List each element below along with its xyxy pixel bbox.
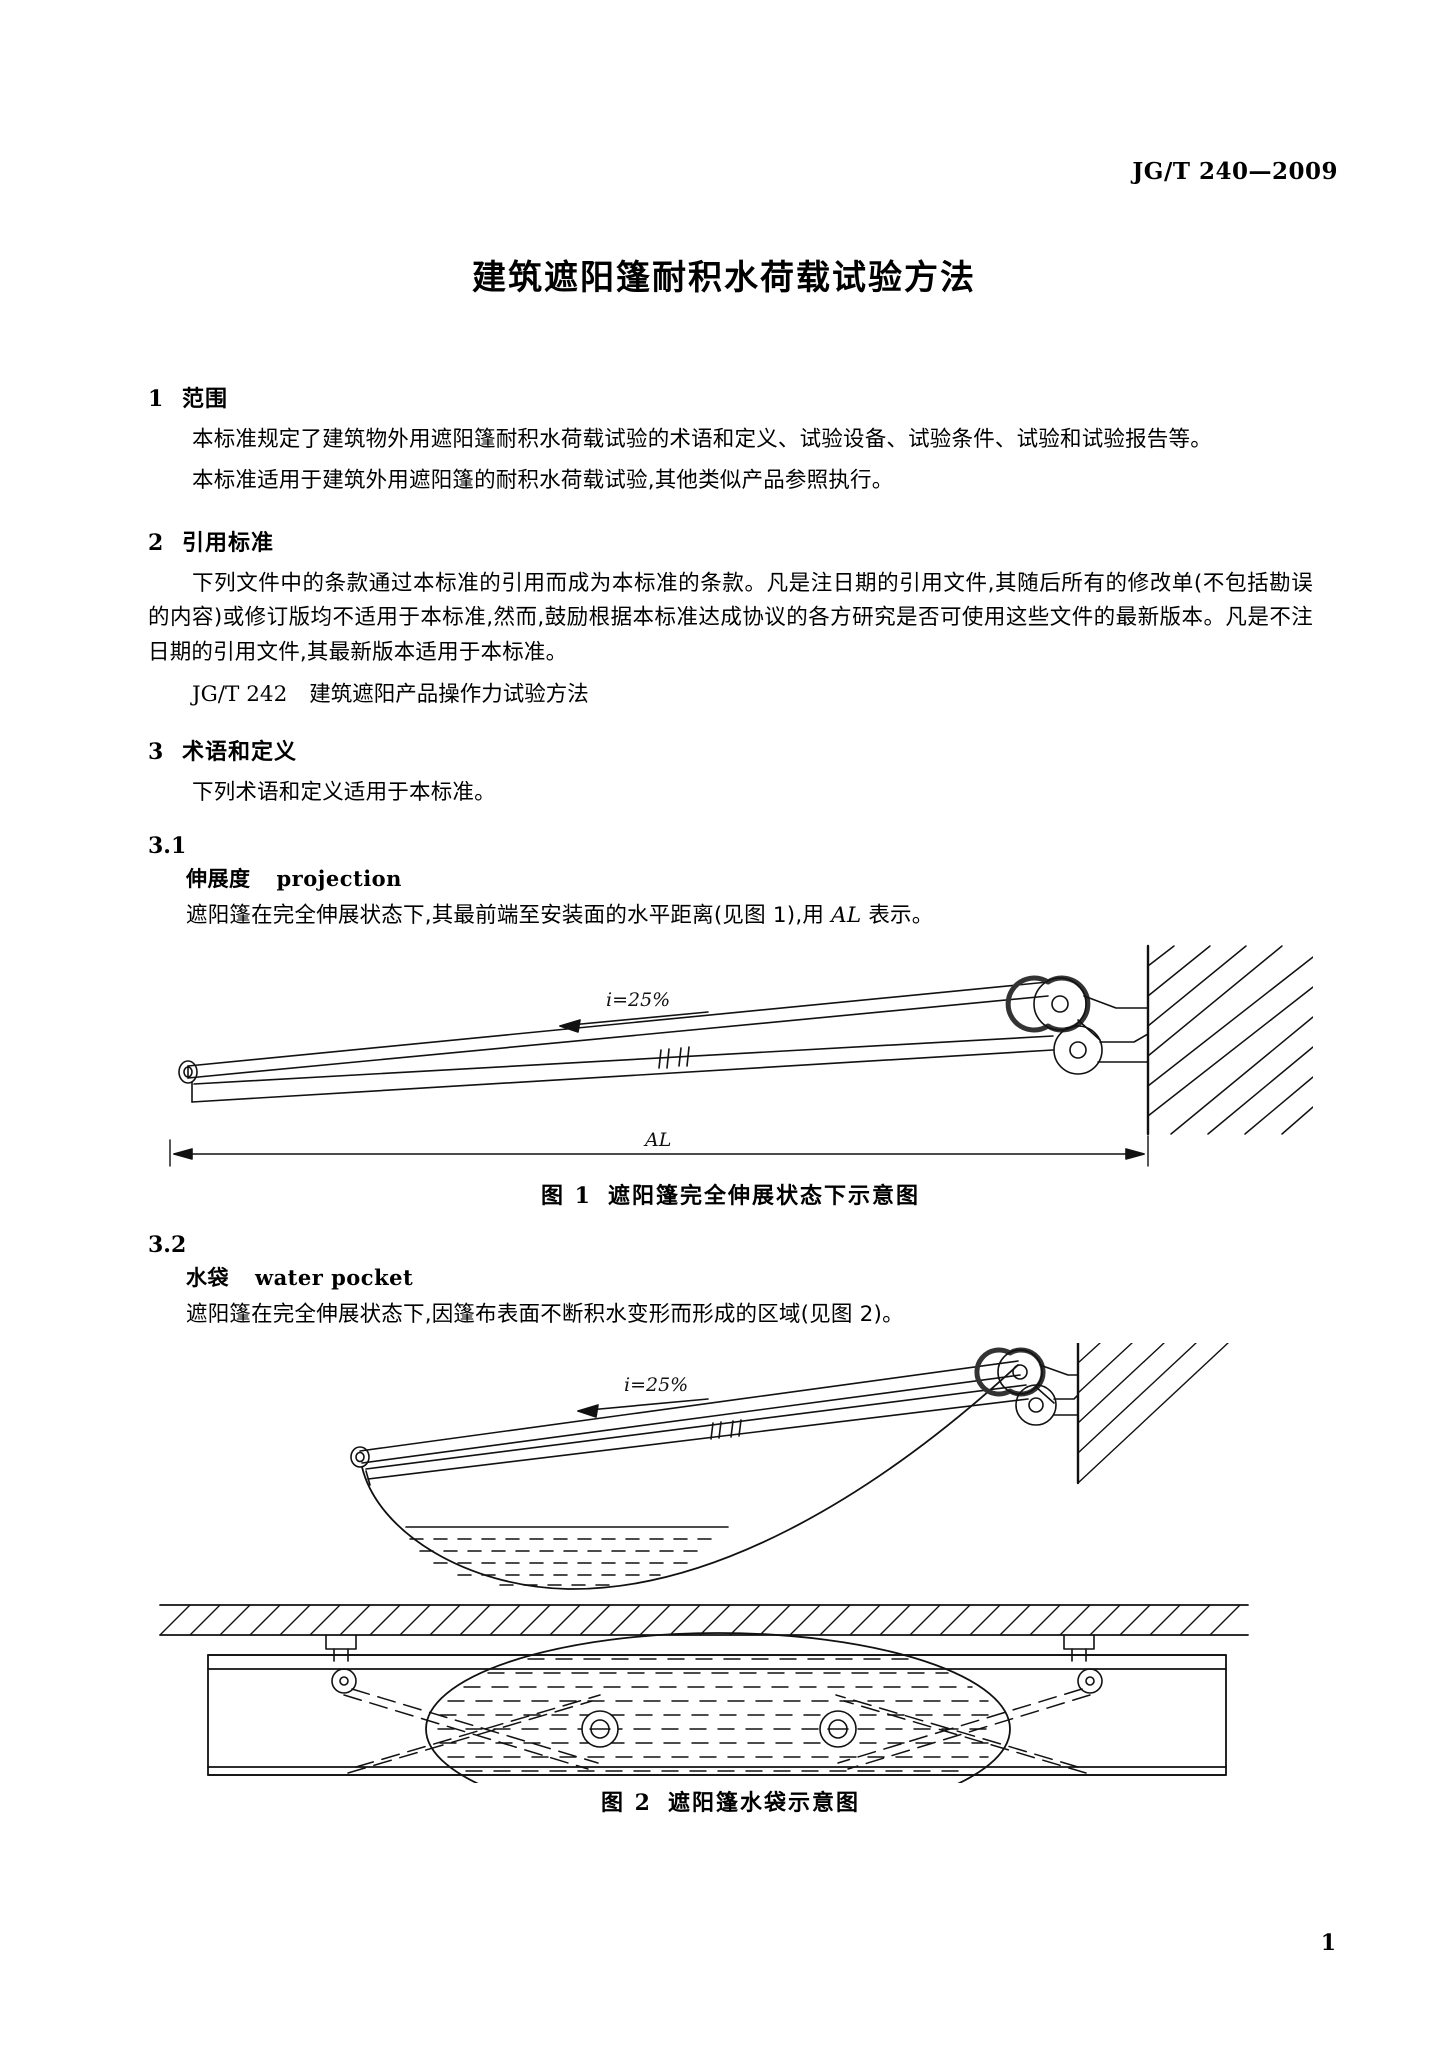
fabric-sag-curve: [361, 1363, 1019, 1590]
slope-arrow: [559, 1010, 709, 1033]
figure-1-caption-number: 图 1: [541, 1182, 592, 1209]
figure-2-caption: 图 2 遮阳篷水袋示意图: [148, 1785, 1313, 1817]
fabric-top-edge: [187, 980, 1049, 1067]
section-title-2: 引用标准: [182, 530, 275, 556]
definition-text-prefix: 遮阳篷在完全伸展状态下,其最前端至安装面的水平距离(见图 1),用: [186, 902, 832, 928]
figure-1-slope-label: i=25%: [606, 989, 670, 1011]
wall-hatching: [1147, 945, 1313, 1135]
section-heading-2: 2 引用标准: [148, 525, 1313, 557]
standard-code-header: JG/T 240—2009: [1132, 158, 1338, 185]
fabric-lower-edge: [187, 994, 1049, 1079]
water-pocket-hatch: [437, 1657, 999, 1772]
surface-hatching: [159, 1603, 1241, 1636]
mounting-surface-band: [159, 1603, 1249, 1662]
slope-arrow: [577, 1397, 709, 1418]
arm-upper-line: [365, 1383, 1027, 1470]
term-label-en: projection: [276, 865, 402, 891]
term-label-en: water pocket: [255, 1264, 414, 1290]
figure-2: i=25% 图 2 遮阳篷水袋示意图: [148, 1342, 1313, 1817]
section-3-paragraph-1: 下列术语和定义适用于本标准。: [192, 780, 496, 806]
arm-pivot-right: [1077, 1667, 1103, 1694]
arm-joint-mid: [658, 1045, 690, 1069]
clause-number-3-2: 3.2: [148, 1231, 187, 1258]
arm-pivot-left: [331, 1667, 357, 1694]
figure-2-slope-label: i=25%: [624, 1374, 688, 1396]
figure-1-caption-text: 遮阳篷完全伸展状态下示意图: [607, 1183, 920, 1209]
upper-bracket: [974, 1347, 1079, 1404]
fabric-second-edge: [361, 1373, 1021, 1464]
term-3-1: 伸展度 projection: [186, 863, 1313, 893]
figure-1: i=25% AL 图 1 遮阳篷完全伸展状态下示意图: [148, 944, 1313, 1210]
upper-bracket: [1005, 975, 1149, 1041]
lower-bracket: [1015, 1383, 1079, 1426]
figure-1-caption: 图 1 遮阳篷完全伸展状态下示意图: [148, 1178, 1313, 1210]
mount-bracket-left: [325, 1633, 357, 1650]
normative-reference-item: JG/T 242 建筑遮阳产品操作力试验方法: [192, 677, 1313, 708]
fabric-top-edge: [359, 1359, 1019, 1452]
reference-title: 建筑遮阳产品操作力试验方法: [309, 682, 589, 708]
clause-number-3-1: 3.1: [148, 832, 187, 859]
arm-joint-mid: [710, 1418, 742, 1440]
front-roller: [178, 1059, 198, 1084]
plan-view: [207, 1631, 1227, 1783]
water-fill-hatch: [409, 1537, 717, 1586]
definition-symbol: AL: [831, 902, 862, 928]
mount-bracket-right: [1063, 1633, 1095, 1650]
term-label-zh: 伸展度: [186, 866, 251, 891]
term-3-2: 水袋 water pocket: [186, 1262, 1313, 1292]
figure-2-drawing: i=25%: [159, 1342, 1249, 1783]
figure-1-drawing: i=25% AL: [169, 944, 1313, 1167]
arm-lower-line: [367, 1397, 1029, 1480]
term-3-2-definition: 遮阳篷在完全伸展状态下,因篷布表面不断积水变形而形成的区域(见图 2)。: [186, 1301, 904, 1327]
section-number-1: 1: [148, 386, 165, 412]
section-number-2: 2: [148, 529, 165, 556]
figure-2-caption-text: 遮阳篷水袋示意图: [667, 1790, 860, 1816]
section-title-1: 范围: [182, 387, 229, 412]
section-heading-1: 1 范围: [148, 381, 1313, 413]
section-title-3: 术语和定义: [182, 740, 298, 766]
section-number-3: 3: [148, 739, 165, 766]
page-title: 建筑遮阳篷耐积水荷载试验方法: [472, 258, 976, 298]
document-body: 1 范围 本标准规定了建筑物外用遮阳篷耐积水荷载试验的术语和定义、试验设备、试验条…: [148, 355, 1313, 1817]
term-3-1-definition: 遮阳篷在完全伸展状态下,其最前端至安装面的水平距离(见图 1),用 AL 表示。: [186, 899, 1313, 934]
folding-arms: [343, 1687, 1091, 1774]
water-pocket-ellipse: [425, 1631, 1011, 1783]
section-heading-3: 3 术语和定义: [148, 734, 1313, 766]
front-roller: [350, 1445, 370, 1468]
page-number: 1: [1320, 1930, 1336, 1956]
definition-text-suffix: 表示。: [861, 902, 934, 928]
dimension-line-al: [169, 1135, 1149, 1167]
wall-hatching: [1077, 1342, 1229, 1484]
section-2-paragraph-1: 下列文件中的条款通过本标准的引用而成为本标准的条款。凡是注日期的引用文件,其随后…: [148, 570, 1313, 666]
section-1-paragraph-2: 本标准适用于建筑外用遮阳篷的耐积水荷载试验,其他类似产品参照执行。: [192, 467, 894, 493]
reference-code: JG/T 242: [192, 682, 288, 708]
figure-1-dimension-label: AL: [643, 1129, 671, 1151]
section-1-paragraph-1: 本标准规定了建筑物外用遮阳篷耐积水荷载试验的术语和定义、试验设备、试验条件、试验…: [192, 427, 1212, 452]
figure-2-caption-number: 图 2: [601, 1789, 652, 1816]
arm-upper-line: [193, 1034, 1054, 1085]
lower-bracket: [1053, 1024, 1149, 1075]
arm-lower-line: [191, 1048, 1054, 1103]
term-label-zh: 水袋: [186, 1265, 229, 1290]
